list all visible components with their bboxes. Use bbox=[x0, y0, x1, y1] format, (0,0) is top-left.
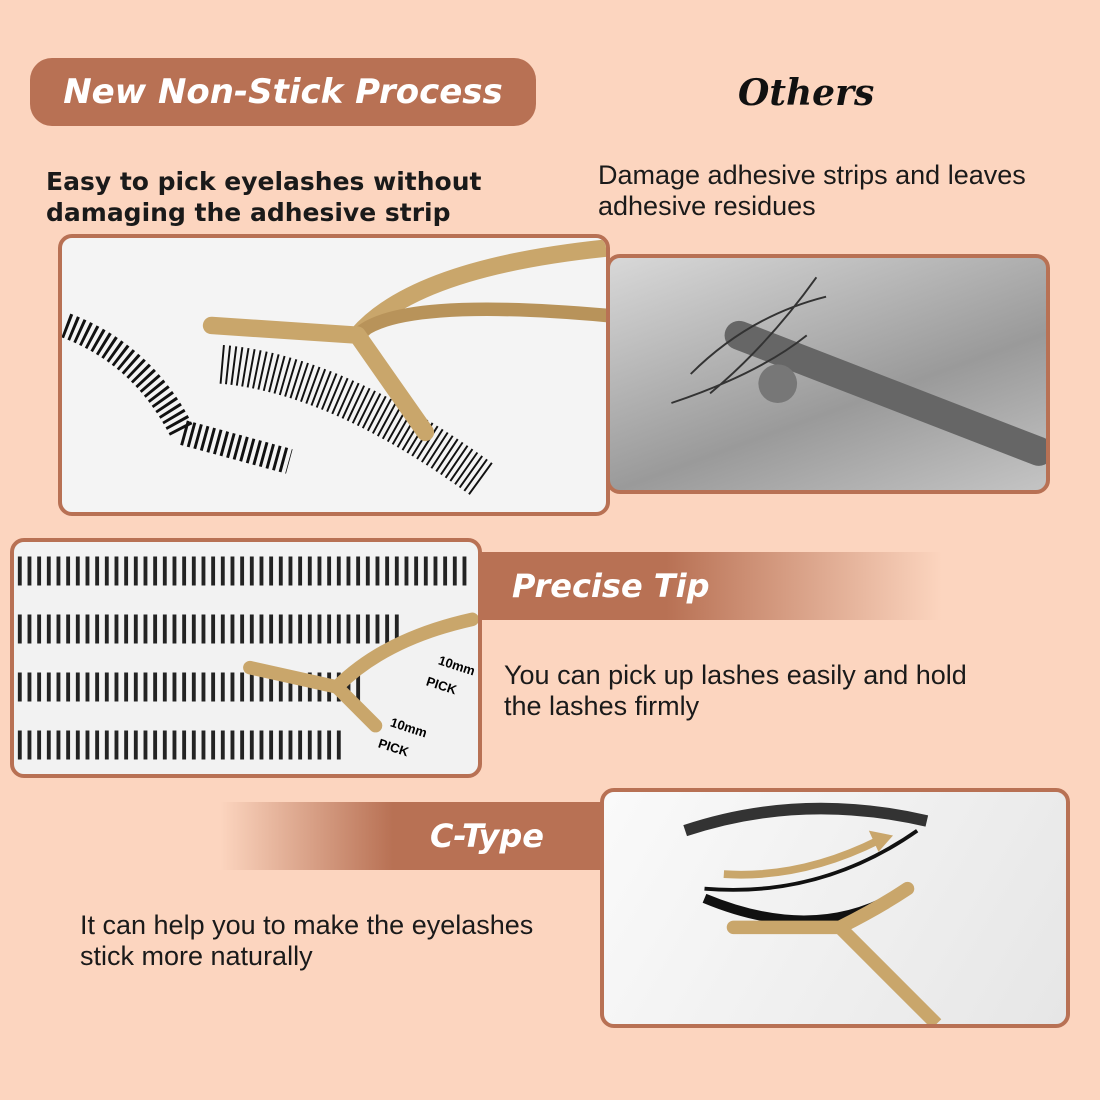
others-description: Damage adhesive strips and leaves adhesi… bbox=[598, 160, 1026, 221]
new-process-description: Easy to pick eyelashes without damaging … bbox=[46, 167, 482, 227]
eye-application-photo bbox=[600, 788, 1070, 1028]
others-title: Others bbox=[738, 72, 875, 114]
tweezer-lash-illustration bbox=[62, 239, 606, 497]
others-damaged-strip-photo bbox=[606, 254, 1050, 494]
precise-tip-title: Precise Tip bbox=[482, 552, 942, 620]
damaged-lash-illustration bbox=[671, 276, 1046, 466]
non-stick-tweezer-photo bbox=[58, 234, 610, 516]
c-type-title: C-Type bbox=[220, 802, 604, 870]
c-type-description: It can help you to make the eyelashes st… bbox=[80, 910, 534, 971]
precise-tip-description: You can pick up lashes easily and hold t… bbox=[504, 660, 967, 721]
lash-clusters-illustration bbox=[17, 556, 478, 760]
eye-tweezer-illustration bbox=[683, 802, 942, 1024]
lash-tray-photo: 10mm PICK 10mm PICK bbox=[10, 538, 482, 778]
new-process-title: New Non-Stick Process bbox=[30, 58, 536, 126]
